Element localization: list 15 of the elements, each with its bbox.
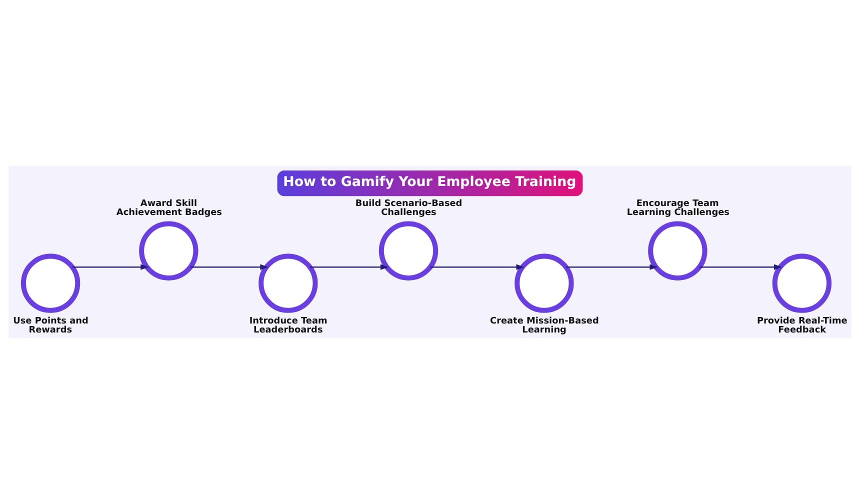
arrow — [566, 264, 658, 270]
arrow — [699, 264, 782, 270]
node-label: Use Points and Rewards — [13, 316, 88, 336]
node-label: Encourage Team Learning Challenges — [626, 199, 730, 218]
node-label: Create Mission-Based Learning — [490, 316, 599, 336]
arrow — [190, 264, 268, 270]
diagram-title: How to Gamify Your Employee Training — [283, 175, 576, 190]
node-label: Introduce Team Leaderboards — [249, 316, 328, 336]
node-label: Provide Real-Time Feedback — [756, 316, 848, 336]
node-circle — [20, 254, 80, 313]
arrow — [72, 264, 149, 270]
arrow — [430, 264, 524, 270]
node-label: Award Skill Achievement Badges — [116, 199, 222, 218]
node-label: Build Scenario-Based Challenges — [355, 199, 462, 218]
arrow — [310, 264, 389, 270]
